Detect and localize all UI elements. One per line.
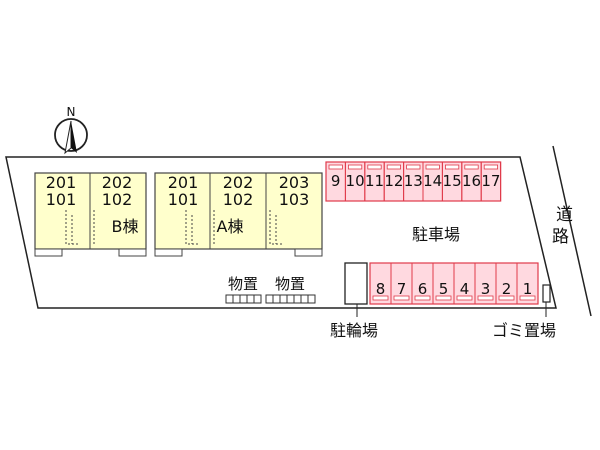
parking-space-number: 13: [404, 172, 423, 190]
building-b-unit: 201: [46, 173, 77, 192]
parking-space: 1: [516, 262, 539, 305]
parking-space-number: 3: [481, 280, 491, 298]
storage-unit: [293, 294, 302, 304]
parking-space-number: 6: [418, 280, 428, 298]
storage-label: 物置: [228, 275, 258, 293]
building-a-unit: 103: [279, 190, 310, 209]
storage-unit: [239, 294, 248, 304]
parking-space: 17: [480, 161, 502, 202]
storage-label: 物置: [275, 275, 305, 293]
storage-unit: [232, 294, 241, 304]
storage-unit: [272, 294, 281, 304]
road-label-2: 路: [552, 227, 569, 247]
parking-space-number: 1: [523, 280, 533, 298]
building-a-unit: 201: [168, 173, 199, 192]
storage-shed-1: 物置: [225, 275, 262, 304]
storage-unit: [246, 294, 255, 304]
road-edge-line: [552, 145, 592, 317]
storage-shed-2: 物置: [265, 275, 316, 304]
building-a-label: A棟: [217, 217, 244, 236]
storage-unit: [225, 294, 234, 304]
parking-space-number: 10: [346, 172, 365, 190]
parking-space-number: 5: [439, 280, 449, 298]
parking-space-number: 9: [331, 172, 341, 190]
road-label-1: 道: [556, 205, 573, 225]
storage-unit: [307, 294, 316, 304]
storage-unit: [279, 294, 288, 304]
parking-space-number: 16: [462, 172, 481, 190]
bike-parking-label: 駐輪場: [330, 321, 378, 340]
parking-space-number: 2: [502, 280, 512, 298]
garbage-label: ゴミ置場: [492, 321, 556, 340]
building-a-unit: 102: [223, 190, 254, 209]
parking-space-number: 8: [376, 280, 386, 298]
bike-parking: 駐輪場: [330, 262, 378, 340]
parking-space-number: 12: [384, 172, 403, 190]
parking-space-number: 14: [423, 172, 442, 190]
storage-unit: [253, 294, 262, 304]
north-label: N: [67, 105, 76, 119]
parking-space-number: 7: [397, 280, 407, 298]
building-b: 201 202 101 102 B棟: [34, 172, 147, 257]
building-a-unit: 202: [223, 173, 254, 192]
parking-space-number: 4: [460, 280, 470, 298]
parking-space-number: 11: [365, 172, 384, 190]
building-b-unit: 202: [102, 173, 133, 192]
building-b-unit: 101: [46, 190, 77, 209]
building-a-unit: 101: [168, 190, 199, 209]
building-b-label: B棟: [112, 217, 139, 236]
building-a: 201 202 203 101 102 103 A棟: [154, 172, 323, 257]
storage-unit: [286, 294, 295, 304]
building-b-unit: 102: [102, 190, 133, 209]
parking-space-number: 15: [443, 172, 462, 190]
parking-label: 駐車場: [412, 225, 460, 244]
parking-space-number: 17: [481, 172, 500, 190]
storage-unit: [300, 294, 309, 304]
building-a-unit: 203: [279, 173, 310, 192]
garbage-area: ゴミ置場: [492, 284, 556, 340]
storage-unit: [265, 294, 274, 304]
parking-space: 10: [344, 161, 366, 202]
north-arrow-icon: N: [54, 105, 88, 155]
